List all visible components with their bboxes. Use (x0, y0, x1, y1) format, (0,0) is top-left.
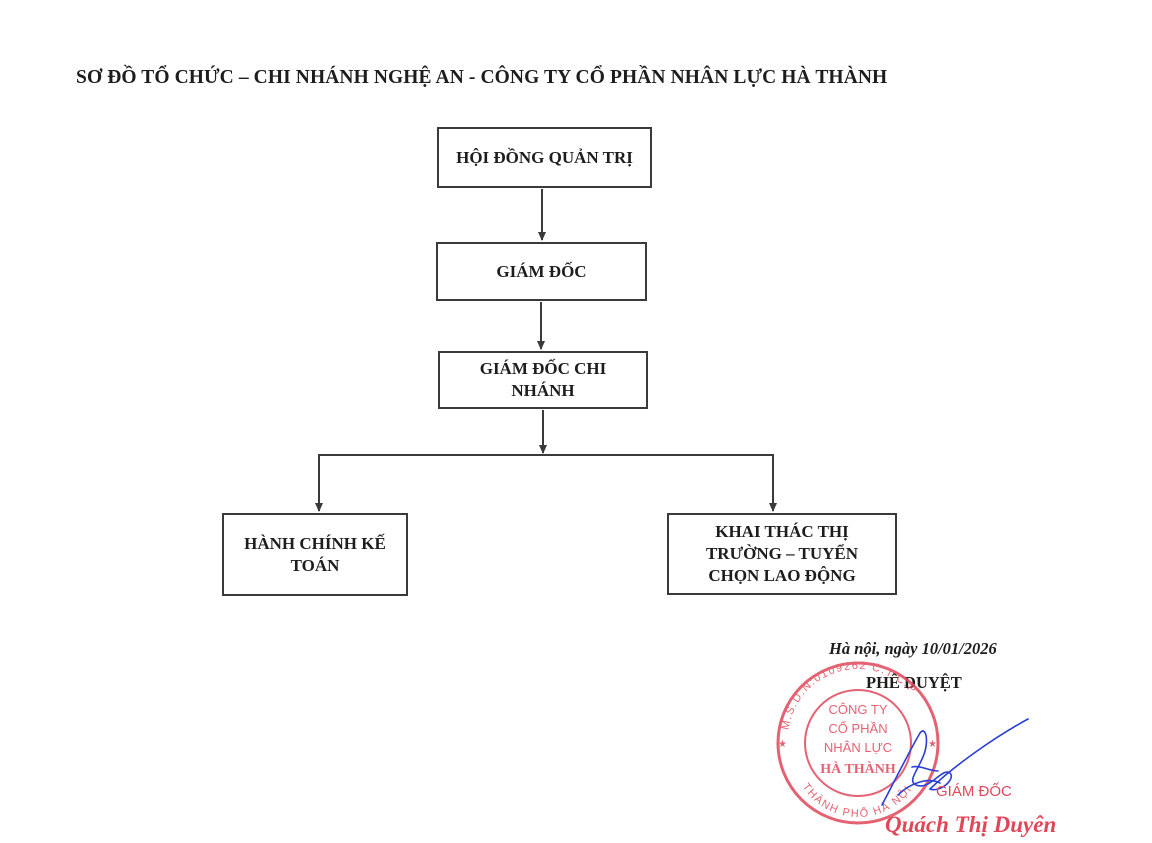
box-board-of-directors: HỘI ĐỒNG QUẢN TRỊ (437, 127, 652, 188)
box-label: HÀNH CHÍNH KẾ TOÁN (244, 533, 386, 575)
box-label: GIÁM ĐỐC CHI NHÁNH (479, 359, 607, 400)
date-line: Hà nội, ngày 10/01/2026 (829, 639, 997, 658)
svg-text:★: ★ (928, 739, 937, 750)
signer-name: Quách Thị Duyên (885, 812, 1056, 837)
signature-scribble (881, 718, 1029, 806)
box-label: KHAI THÁC THỊ TRƯỜNG – TUYỂN CHỌN LAO ĐỘ… (705, 522, 859, 585)
svg-text:CÔNG TY: CÔNG TY (829, 702, 888, 717)
box-label: GIÁM ĐỐC (496, 261, 587, 281)
company-stamp: M.S.D.N:0109262 C.T.C.P THÀNH PHỐ HÀ NỘI… (776, 660, 940, 825)
signer-title: GIÁM ĐỐC (936, 782, 1012, 800)
box-market-recruitment: KHAI THÁC THỊ TRƯỜNG – TUYỂN CHỌN LAO ĐỘ… (667, 513, 897, 595)
signature-stamp-area: M.S.D.N:0109262 C.T.C.P THÀNH PHỐ HÀ NỘI… (776, 660, 1056, 837)
box-label: HỘI ĐỒNG QUẢN TRỊ (456, 147, 633, 167)
approval-label: PHÊ DUYỆT (866, 673, 962, 692)
box-admin-accounting: HÀNH CHÍNH KẾ TOÁN (222, 513, 408, 596)
box-director: GIÁM ĐỐC (436, 242, 647, 301)
svg-text:HÀ THÀNH: HÀ THÀNH (820, 760, 896, 777)
box-branch-director: GIÁM ĐỐC CHI NHÁNH (438, 351, 648, 409)
svg-text:★: ★ (778, 739, 787, 750)
page-title: SƠ ĐỒ TỔ CHỨC – CHI NHÁNH NGHỆ AN - CÔNG… (76, 67, 888, 88)
svg-text:NHÂN LỰC: NHÂN LỰC (824, 740, 892, 755)
svg-text:CỔ PHẦN: CỔ PHẦN (828, 721, 887, 736)
